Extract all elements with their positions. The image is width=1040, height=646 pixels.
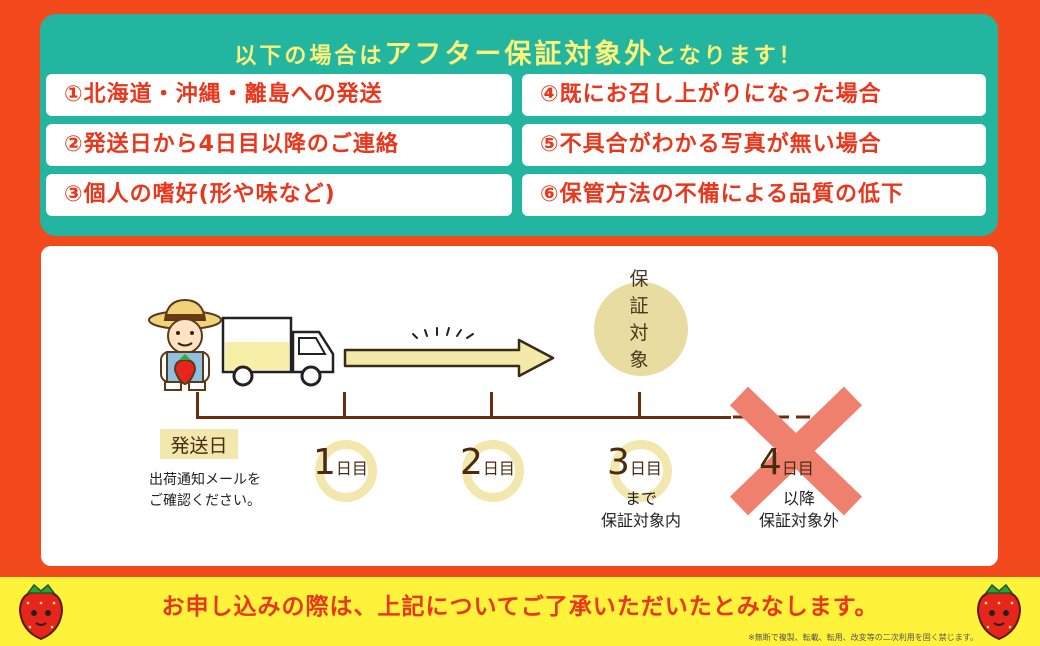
copyright-note: ※無断で複製、転載、転用、改変等の二次利用を固く禁じます。 xyxy=(748,633,978,642)
day-2-label: 2日目 xyxy=(460,442,515,483)
ship-note: 出荷通知メールを ご確認ください。 xyxy=(149,472,261,509)
condition-item-1: ①北海道・沖縄・離島への発送 xyxy=(46,74,512,116)
tick-day-2 xyxy=(490,392,493,419)
strawberry-mascot-right-icon xyxy=(976,583,1022,641)
day-3-label: 3日目 xyxy=(607,442,662,483)
day-1-ring xyxy=(315,440,377,502)
day-3-ring xyxy=(610,440,672,502)
tick-day-3 xyxy=(638,392,641,419)
covered-badge xyxy=(594,282,688,376)
tick-ship-day xyxy=(196,392,199,419)
day-4-note: 以降 保証対象外 xyxy=(758,489,839,530)
strawberry-icon xyxy=(173,358,197,386)
ship-day-highlight xyxy=(160,429,238,459)
progress-arrow-icon xyxy=(343,338,555,378)
headline-emphasis: アフター保証対象外 xyxy=(384,39,655,70)
agreement-text: お申し込みの際は、上記についてご了承いただいたとみなします。 xyxy=(161,594,879,620)
timeline-axis xyxy=(196,416,731,419)
excluded-x-icon xyxy=(729,386,863,516)
day-1-label: 1日目 xyxy=(313,442,368,483)
condition-item-3: ③個人の嗜好(形や味など) xyxy=(46,174,512,216)
day-4-label: 4日目 xyxy=(759,442,814,483)
delivery-truck-icon xyxy=(221,316,335,387)
covered-badge-text: 保 証 対 象 xyxy=(629,268,649,371)
headline: 以下の場合はアフター保証対象外となります！ xyxy=(234,39,804,70)
condition-item-5: ⑤不具合がわかる写真が無い場合 xyxy=(522,124,986,166)
day-3-note: まで 保証対象内 xyxy=(600,489,681,530)
condition-item-6: ⑥保管方法の不備による品質の低下 xyxy=(522,174,986,216)
conditions-panel: 以下の場合はアフター保証対象外となります！ ①北海道・沖縄・離島への発送 ②発送… xyxy=(40,14,998,236)
timeline-panel: 保 証 対 象 発送日 出荷通知メールを ご確認ください。 1日目 2日目 3日… xyxy=(41,246,998,566)
ship-day-label: 発送日 xyxy=(170,435,228,457)
tick-day-1 xyxy=(343,392,346,419)
footer-band: お申し込みの際は、上記についてご了承いただいたとみなします。 ※無断で複製、転載… xyxy=(0,577,1040,646)
condition-item-2: ②発送日から4日目以降のご連絡 xyxy=(46,124,512,166)
farmer-illustration xyxy=(148,298,222,391)
motion-marks-icon xyxy=(412,327,474,339)
day-2-ring xyxy=(462,440,524,502)
strawberry-mascot-left-icon xyxy=(18,583,64,641)
condition-item-4: ④既にお召し上がりになった場合 xyxy=(522,74,986,116)
